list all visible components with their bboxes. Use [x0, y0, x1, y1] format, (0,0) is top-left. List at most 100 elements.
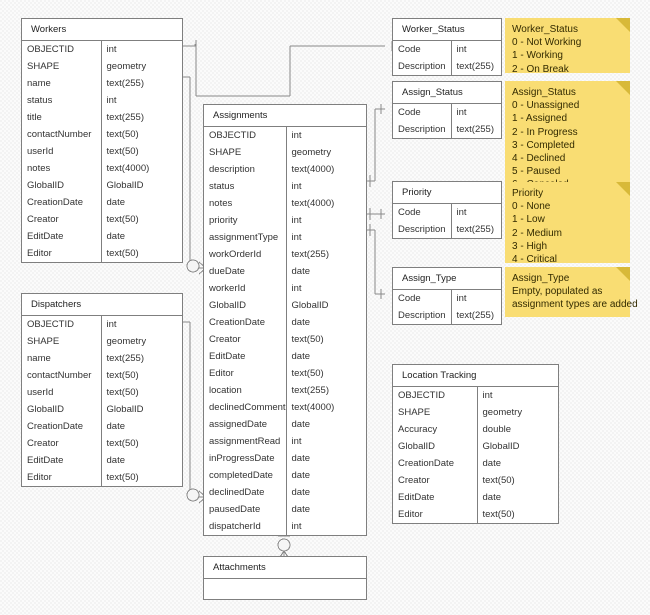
- note-fold-icon: [616, 182, 630, 196]
- entity-field-type: geometry: [106, 61, 147, 72]
- entity-field-type: int: [291, 521, 302, 532]
- entity-field-type: date: [106, 197, 126, 208]
- entity-field-name: title: [22, 109, 102, 126]
- entity-field-row: title text(255): [22, 109, 182, 126]
- entity-field-type: date: [291, 504, 311, 515]
- entity-field-name: Code: [393, 104, 452, 121]
- entity-field-type: text(50): [291, 334, 324, 345]
- entity-attachments[interactable]: Attachments: [203, 556, 367, 600]
- entity-title: Worker_Status: [393, 19, 501, 41]
- entity-field-type: int: [106, 319, 117, 330]
- entity-field-name: Description: [393, 58, 452, 75]
- entity-field-type: int: [291, 283, 302, 294]
- entity-field-row: OBJECTID int: [22, 316, 182, 333]
- entity-field-type: int: [291, 232, 302, 243]
- entity-field-name: notes: [204, 195, 287, 212]
- entity-field-name: Code: [393, 290, 452, 307]
- entity-field-name: userId: [22, 143, 102, 160]
- entity-field-type: text(255): [106, 112, 145, 123]
- note-line: 0 - Unassigned: [512, 100, 580, 112]
- entity-field-name: EditDate: [22, 452, 102, 469]
- entity-field-type: geometry: [106, 336, 147, 347]
- entity-field-name: notes: [22, 160, 102, 177]
- entity-field-name: EditDate: [204, 348, 287, 365]
- entity-field-type: text(50): [291, 368, 324, 379]
- note-title: Assign_Status: [512, 87, 576, 98]
- entity-field-type: int: [106, 44, 117, 55]
- entity-field-type: text(255): [456, 224, 495, 235]
- entity-field-type: text(50): [106, 248, 139, 259]
- entity-field-name: SHAPE: [22, 58, 102, 75]
- entity-field-type: int: [291, 215, 302, 226]
- entity-field-type: int: [456, 107, 467, 118]
- entity-field-name: OBJECTID: [204, 127, 287, 144]
- entity-field-name: Description: [393, 121, 452, 138]
- entity-field-name: CreationDate: [204, 314, 287, 331]
- entity-field-name: OBJECTID: [22, 316, 102, 333]
- note-line: 2 - On Break: [512, 63, 569, 75]
- entity-field-type: text(4000): [291, 164, 335, 175]
- note-line: 1 - Working: [512, 50, 563, 62]
- entity-field-name: OBJECTID: [393, 387, 478, 404]
- entity-field-name: userId: [22, 384, 102, 401]
- entity-title: Workers: [22, 19, 182, 41]
- entity-field-name: status: [22, 92, 102, 109]
- entity-field-type: int: [456, 44, 467, 55]
- note-fold-icon: [616, 81, 630, 95]
- entity-field-name: workerId: [204, 280, 287, 297]
- entity-field-type: date: [291, 419, 311, 430]
- entity-field-name: assignmentType: [204, 229, 287, 246]
- entity-field-type: text(50): [106, 472, 139, 483]
- entity-field-name: EditDate: [22, 228, 102, 245]
- entity-field-type: text(50): [106, 370, 139, 381]
- entity-field-name: name: [22, 350, 102, 367]
- entity-field-type: text(50): [106, 129, 139, 140]
- entity-field-name: SHAPE: [393, 404, 478, 421]
- entity-field-name: Creator: [204, 331, 287, 348]
- entity-title: Location Tracking: [393, 365, 558, 387]
- entity-field-type: double: [482, 424, 512, 435]
